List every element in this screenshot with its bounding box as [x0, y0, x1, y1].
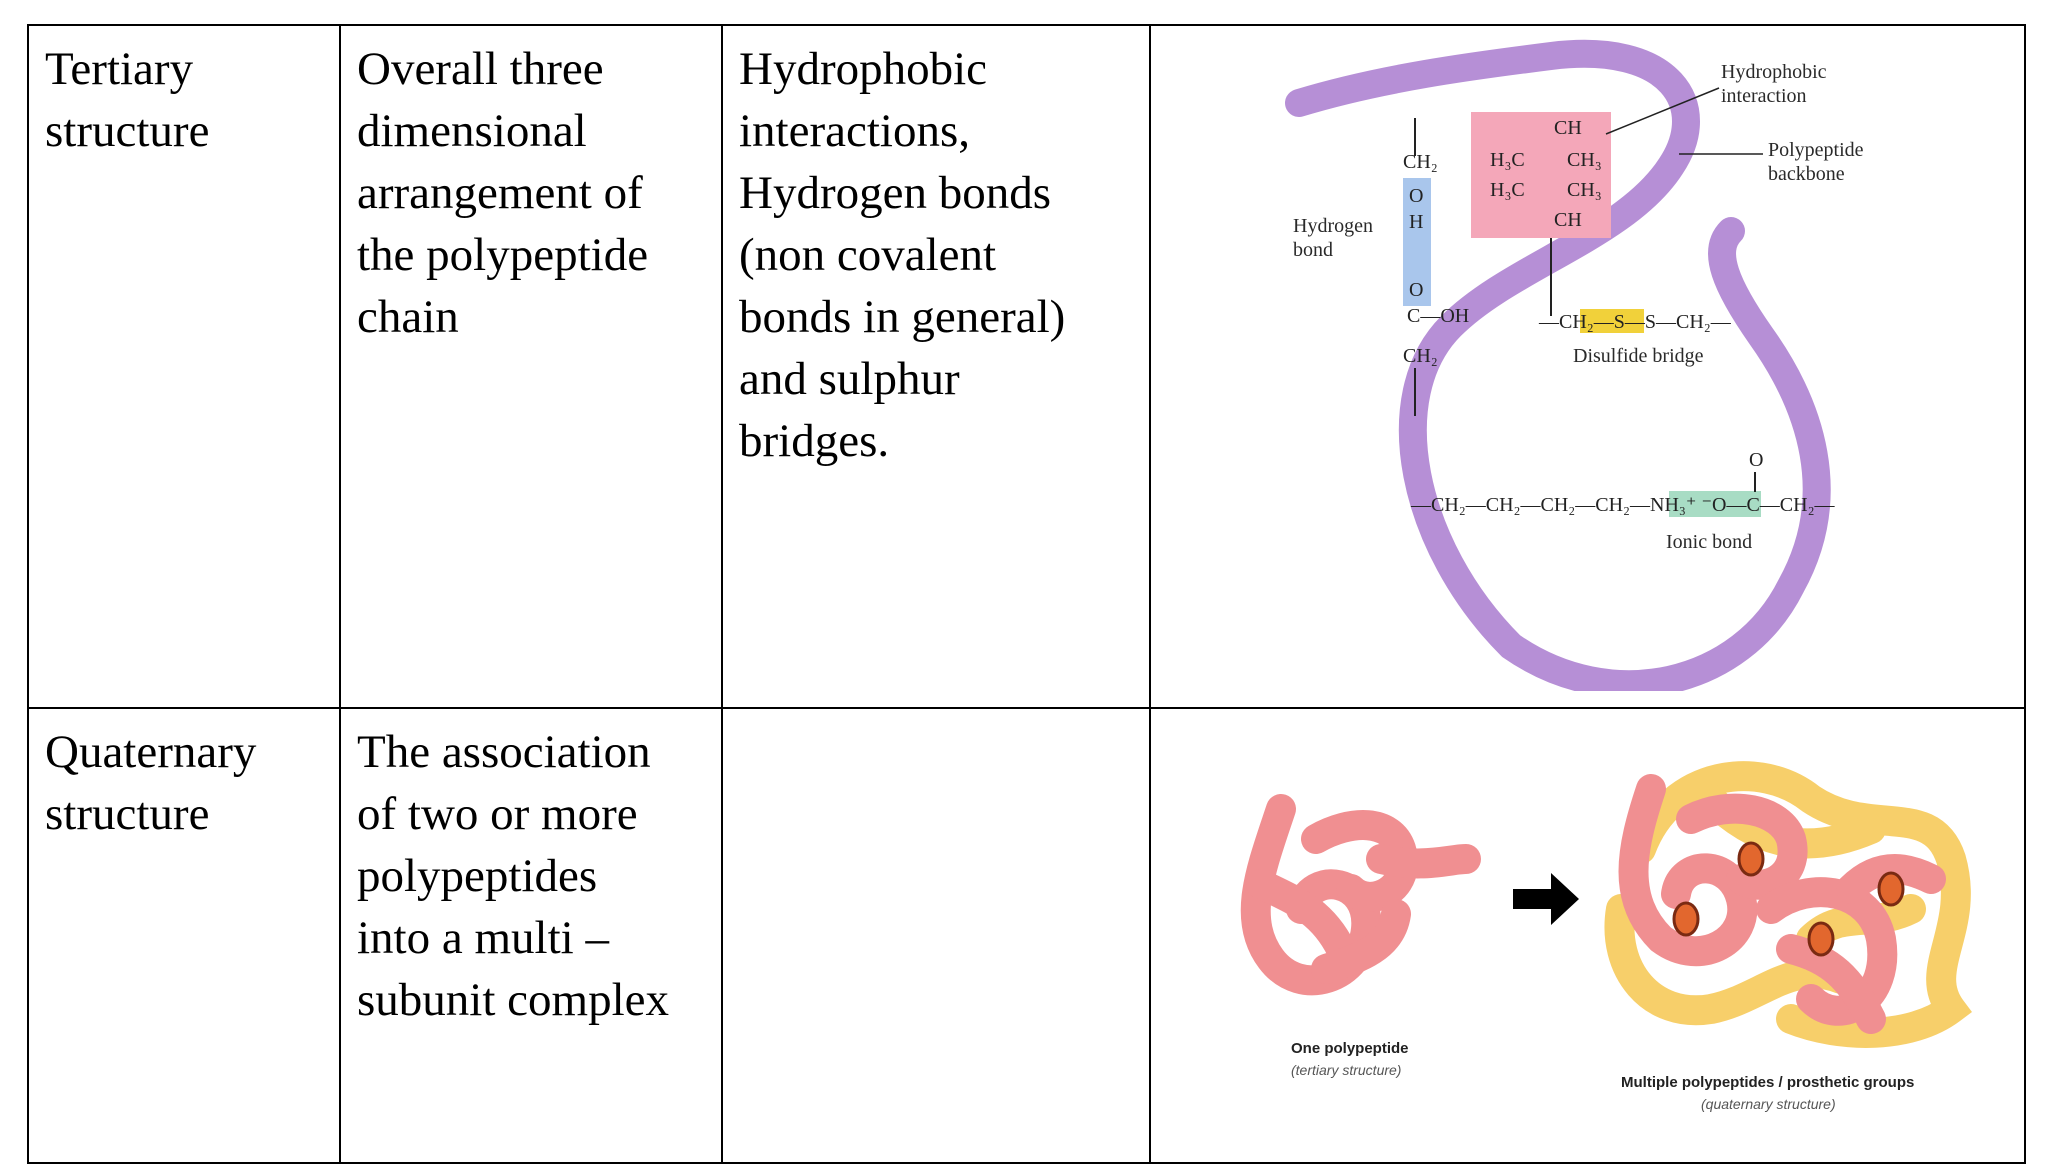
cell-bonds: Hydrophobic interactions, Hydrogen bonds…: [721, 24, 1151, 709]
cell-description: Overall three dimensional arrangement of…: [339, 24, 723, 709]
chem-cooh: C—OH: [1407, 305, 1469, 327]
prosthetic-group: [1672, 901, 1700, 937]
cell-figure-tertiary: CH H₃C CH₃ H₃C CH₃ CH CH₂ O H O C—OH CH₂: [1149, 24, 2026, 709]
caption-one-polypeptide: One polypeptide: [1291, 1040, 1409, 1057]
table-row-tertiary: Tertiary structure Overall three dimensi…: [27, 24, 2026, 709]
label-hbond-2: bond: [1293, 239, 1333, 261]
label-ionic: Ionic bond: [1666, 531, 1752, 553]
chem-o1: O: [1409, 185, 1423, 207]
caption-multiple-polypeptides: Multiple polypeptides / prosthetic group…: [1621, 1074, 1914, 1091]
table-row-quaternary: Quaternary structure The association of …: [27, 707, 2026, 1164]
label-hydrophobic-2: interaction: [1721, 85, 1807, 107]
cell-level: Quaternary structure: [27, 707, 341, 1164]
ionic-box: [1669, 491, 1761, 517]
chem-carbonyl-o: O: [1749, 449, 1763, 471]
chem-ch2-top: CH₂: [1403, 151, 1438, 173]
bonds-text: Hydrophobic interactions, Hydrogen bonds…: [739, 43, 1066, 467]
chem-ch3-2: CH₃: [1567, 179, 1602, 201]
cell-bonds: [721, 707, 1151, 1164]
arrow-icon: [1513, 873, 1579, 925]
description-text: The association of two or more polypepti…: [357, 726, 669, 1026]
chem-h: H: [1409, 211, 1423, 233]
chem-ionic-chain: —CH₂—CH₂—CH₂—CH₂—NH₃⁺ ⁻O—C—CH₂—: [1410, 494, 1836, 516]
single-polypeptide-illustration: [1240, 794, 1481, 996]
chem-ch-bottom: CH: [1554, 209, 1582, 231]
label-disulfide: Disulfide bridge: [1573, 345, 1704, 367]
disulfide-box: [1580, 309, 1644, 333]
subcaption-quaternary: (quaternary structure): [1701, 1096, 1836, 1112]
chem-h3c-2: H₃C: [1490, 179, 1525, 201]
chem-disulfide-chain: —CH₂—S—S—CH₂—: [1538, 311, 1732, 333]
prosthetic-group: [1737, 841, 1765, 877]
quaternary-structure-diagram: One polypeptide (tertiary structure) Mul…: [1240, 761, 1972, 1112]
hydrophobic-box: [1471, 112, 1611, 238]
multiple-polypeptides-illustration: [1604, 761, 1972, 1048]
label-hbond-1: Hydrogen: [1293, 215, 1373, 237]
polypeptide-backbone: [1285, 39, 1831, 699]
label-backbone-1: Polypeptide: [1768, 139, 1864, 161]
label-hydrophobic-1: Hydrophobic: [1721, 61, 1827, 83]
tertiary-structure-diagram: CH H₃C CH₃ H₃C CH₃ CH CH₂ O H O C—OH CH₂: [1285, 39, 1864, 699]
hbond-box: [1403, 178, 1431, 306]
label-backbone-2: backbone: [1768, 163, 1845, 185]
chem-ch3-1: CH₃: [1567, 149, 1602, 171]
level-text: Quaternary structure: [45, 726, 257, 840]
chem-ch2-bottom: CH₂: [1403, 345, 1438, 367]
cell-level: Tertiary structure: [27, 24, 341, 709]
chem-o2: O: [1409, 279, 1423, 301]
prosthetic-groups: [1672, 841, 1905, 957]
cell-figure-quaternary: One polypeptide (tertiary structure) Mul…: [1149, 707, 2026, 1164]
level-text: Tertiary structure: [45, 43, 210, 157]
leader-line: [1605, 87, 1720, 135]
structure-table: Tertiary structure Overall three dimensi…: [27, 24, 2026, 1164]
prosthetic-group: [1877, 871, 1905, 907]
subcaption-tertiary: (tertiary structure): [1291, 1062, 1401, 1078]
chem-ch-top: CH: [1554, 117, 1582, 139]
chem-h3c-1: H₃C: [1490, 149, 1525, 171]
prosthetic-group: [1807, 921, 1835, 957]
cell-description: The association of two or more polypepti…: [339, 707, 723, 1164]
description-text: Overall three dimensional arrangement of…: [357, 43, 649, 343]
